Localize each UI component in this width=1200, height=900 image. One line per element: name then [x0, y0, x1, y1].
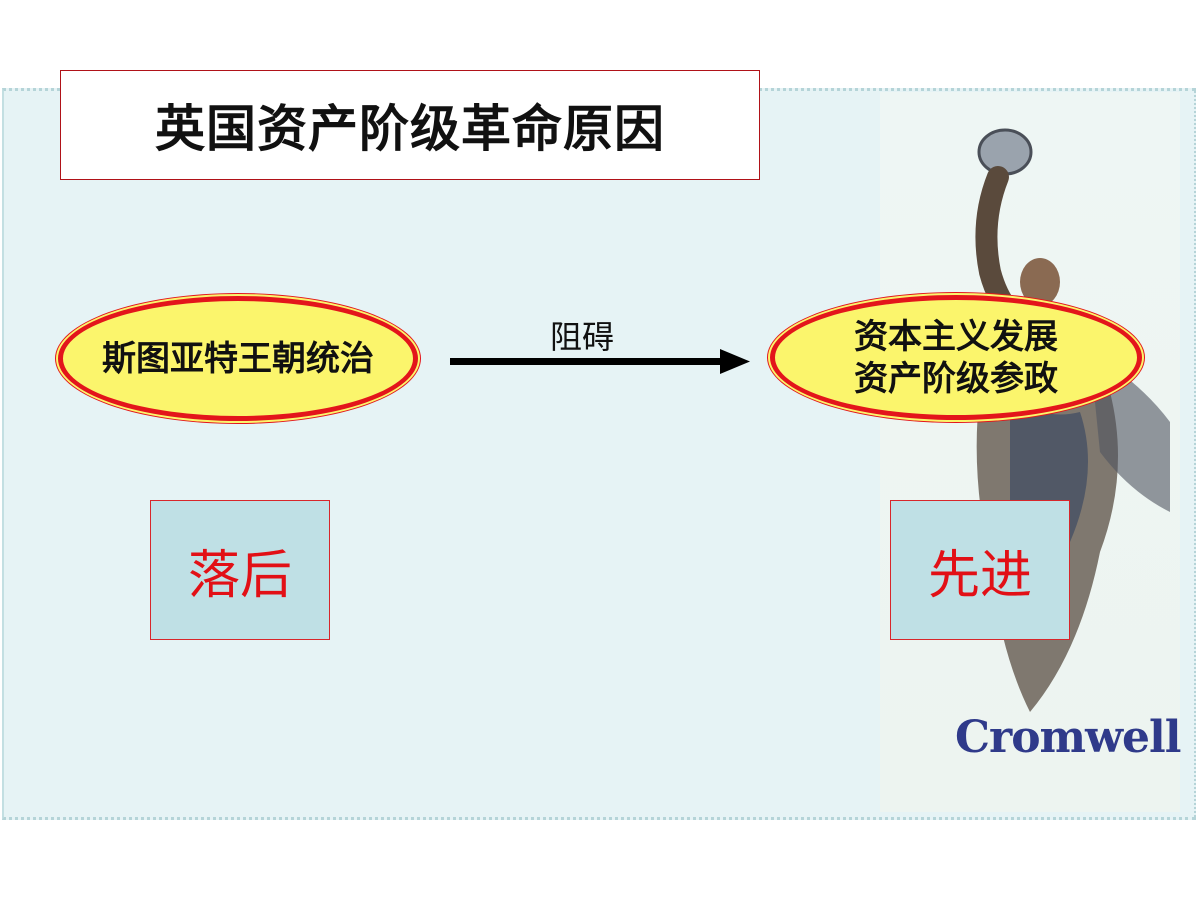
cromwell-figure-icon	[975, 128, 1170, 712]
backward-box: 落后	[150, 500, 330, 640]
backward-label: 落后	[187, 545, 292, 606]
title-box: 英国资产阶级革命原因	[60, 70, 760, 180]
cromwell-logo: Cromwell	[955, 712, 1181, 763]
stuart-dynasty-node: 斯图亚特王朝统治	[58, 296, 418, 421]
capitalism-line-1: 资本主义发展	[854, 316, 1058, 357]
obstruct-label: 阻碍	[550, 318, 615, 356]
stuart-dynasty-label: 斯图亚特王朝统治	[102, 338, 374, 379]
capitalism-node: 资本主义发展 资产阶级参政	[770, 295, 1142, 420]
arrow-right-icon	[450, 349, 750, 374]
advanced-label: 先进	[927, 545, 1032, 606]
cromwell-illustration	[880, 92, 1180, 812]
capitalism-line-2: 资产阶级参政	[854, 358, 1058, 399]
advanced-box: 先进	[890, 500, 1070, 640]
page-title: 英国资产阶级革命原因	[155, 100, 665, 158]
